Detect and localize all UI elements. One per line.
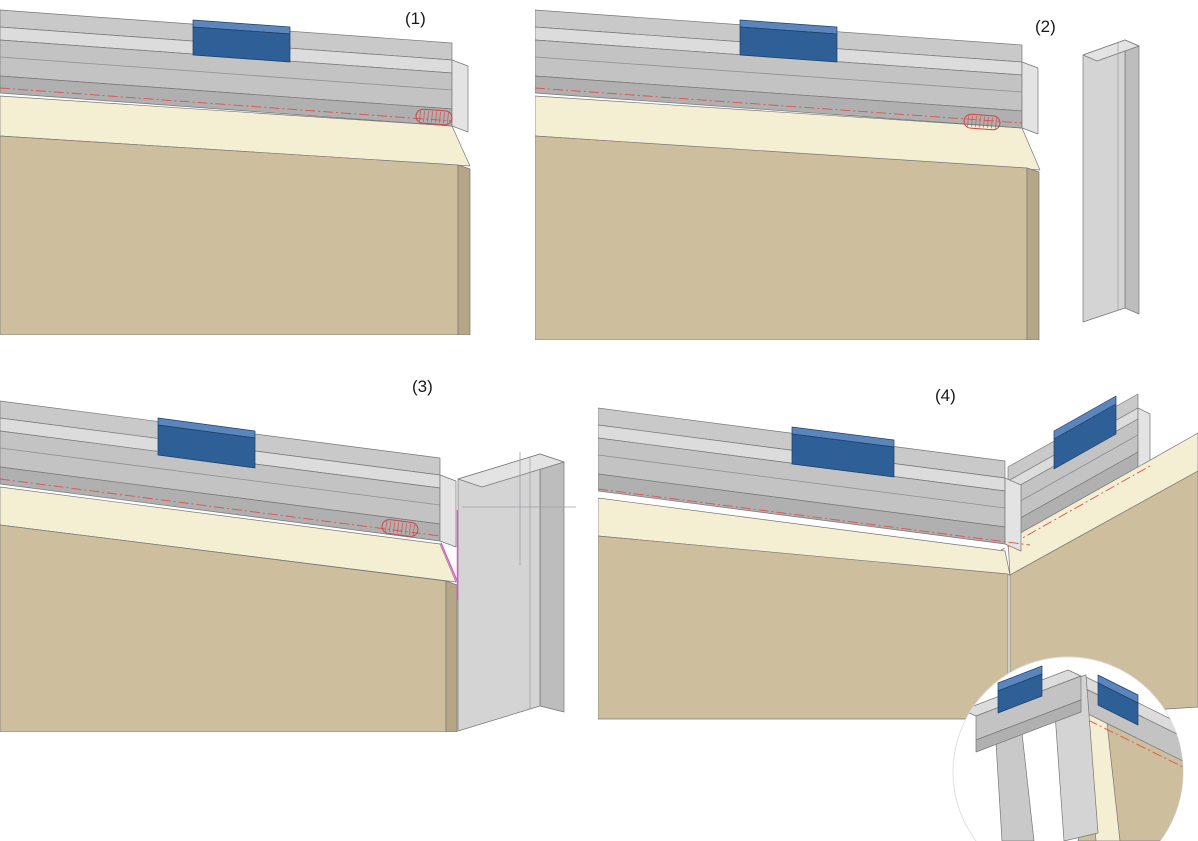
wall-edge bbox=[445, 580, 458, 732]
reference-planes bbox=[462, 452, 576, 565]
rail-end-cap bbox=[1021, 61, 1039, 135]
corner-post-cap bbox=[1082, 39, 1140, 62]
left-counter-top bbox=[598, 497, 1011, 576]
corner-post bbox=[457, 453, 565, 732]
rail-centerline bbox=[0, 478, 441, 537]
wall-panel bbox=[0, 486, 458, 732]
rail-centerline bbox=[535, 87, 1023, 124]
mounting-clip bbox=[157, 417, 256, 469]
wall-edge bbox=[1026, 167, 1040, 340]
step-panel-1: (1) bbox=[0, 0, 490, 335]
step-label-2: (2) bbox=[1035, 17, 1056, 36]
rail-end-cap bbox=[439, 474, 457, 548]
slot-hatch bbox=[963, 113, 1001, 131]
step-label-3: (3) bbox=[412, 377, 433, 396]
step-panel-2: (2) bbox=[535, 0, 1198, 340]
right-counter-top bbox=[1007, 432, 1198, 576]
corner-post bbox=[1082, 39, 1140, 323]
wall-face bbox=[535, 135, 1028, 340]
slot-hatch bbox=[415, 108, 453, 126]
mounting-clip bbox=[739, 19, 838, 63]
right-wall bbox=[1009, 470, 1198, 720]
mounting-clip bbox=[192, 19, 291, 63]
step-panel-3: (3) bbox=[0, 360, 578, 732]
step-1-drawing bbox=[0, 9, 471, 335]
left-mounting-clip bbox=[791, 426, 895, 478]
step-3-drawing bbox=[0, 400, 576, 732]
counter-top bbox=[0, 486, 457, 583]
right-mounting-clip bbox=[1053, 395, 1117, 470]
rail-end-cap bbox=[451, 59, 469, 133]
left-rail-end-cap bbox=[1004, 477, 1022, 552]
inset-mounting-clip-1 bbox=[997, 665, 1043, 714]
corner-post-cap bbox=[457, 453, 565, 488]
counter-top bbox=[0, 95, 471, 167]
step-label-1: (1) bbox=[405, 9, 426, 28]
wall-panel bbox=[535, 95, 1041, 340]
left-rail bbox=[598, 407, 1022, 552]
wall-face bbox=[0, 135, 459, 335]
counter-top bbox=[535, 95, 1041, 171]
wall-edge bbox=[457, 164, 471, 335]
step-4-drawing bbox=[598, 393, 1198, 841]
detail-inset bbox=[952, 656, 1184, 841]
step-panel-4: (4) bbox=[598, 375, 1198, 841]
right-rail-centerline bbox=[995, 465, 1151, 554]
left-rail-centerline bbox=[598, 488, 1031, 546]
wall-panel bbox=[0, 95, 471, 335]
step-2-drawing bbox=[535, 9, 1140, 340]
step-label-4: (4) bbox=[935, 386, 956, 405]
rail-centerline bbox=[0, 87, 453, 122]
alignment-line bbox=[440, 510, 459, 600]
slot-hatch bbox=[381, 519, 419, 537]
wall-face bbox=[0, 524, 447, 732]
inset-mounting-clip-2 bbox=[1097, 674, 1139, 726]
